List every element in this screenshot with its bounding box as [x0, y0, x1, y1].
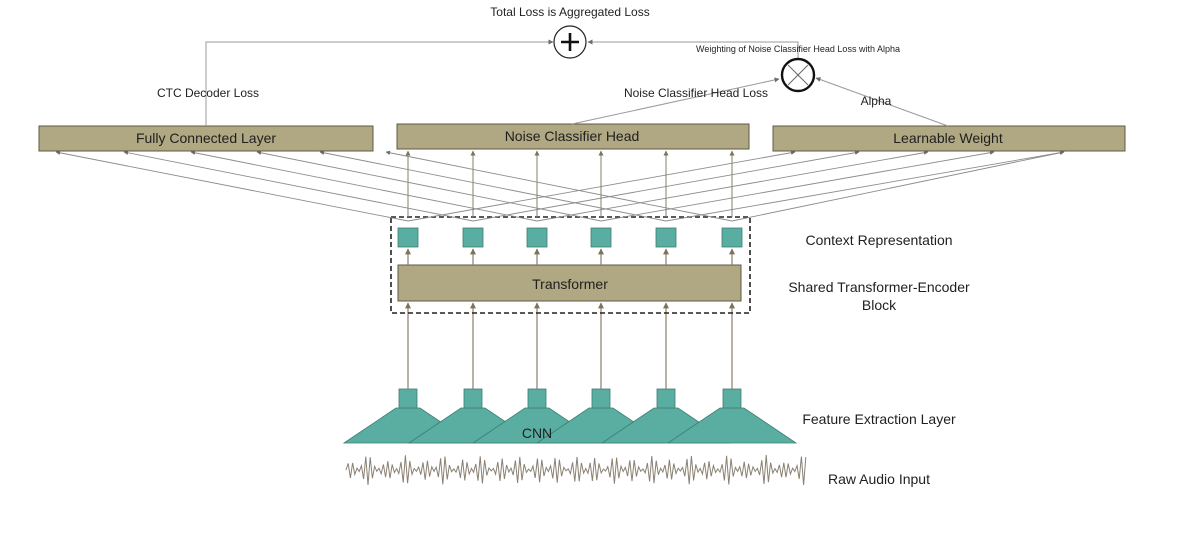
context-to-fc-1: [55, 150, 409, 222]
cnn-output-square-6: [722, 388, 742, 409]
learnable-weight-box: [772, 125, 1126, 152]
context-token-1: [397, 227, 419, 248]
noise-head-box: [396, 123, 750, 150]
plus-circle-icon: [553, 25, 587, 59]
noise-head-label: Noise Classifier Head: [505, 128, 640, 144]
weighting-label: Weighting of Noise Classifier Head Loss …: [696, 44, 900, 54]
times-circle-icon: [780, 57, 816, 93]
noise-loss-line: [571, 77, 780, 125]
fully-connected-box: [38, 125, 374, 152]
raw-audio-label: Raw Audio Input: [828, 471, 930, 487]
total-loss-title: Total Loss is Aggregated Loss: [490, 5, 649, 19]
context-token-2: [462, 227, 484, 248]
context-to-fc-5: [319, 150, 667, 222]
context-token-3: [526, 227, 548, 248]
loss-connections: [205, 39, 949, 127]
context-to-fc-3: [190, 150, 538, 222]
context-token-5: [655, 227, 677, 248]
alpha-line: [815, 77, 949, 127]
context-token-6: [721, 227, 743, 248]
shared-block-label-line2: Block: [862, 297, 897, 313]
cnn-output-square-5: [656, 388, 676, 409]
shared-block-label-line1: Shared Transformer-Encoder: [788, 279, 970, 295]
context-to-fc-4: [256, 150, 602, 222]
cnn-label: CNN: [522, 425, 552, 441]
cnn-triangle-6: [666, 407, 798, 444]
ctc-loss-label: CTC Decoder Loss: [157, 86, 259, 100]
feature-extraction-label: Feature Extraction Layer: [802, 411, 956, 427]
raw-audio-waveform: [345, 455, 807, 486]
cnn-to-transformer-arrows: [405, 302, 735, 389]
ctc-loss-line: [205, 39, 554, 126]
context-representation-tokens: [397, 227, 743, 265]
cnn-output-square-4: [591, 388, 611, 409]
context-to-weight-4: [600, 150, 995, 222]
context-to-weight-6: [731, 150, 1065, 222]
cnn-output-square-1: [398, 388, 418, 409]
alpha-label: Alpha: [861, 94, 892, 108]
cnn-output-square-3: [527, 388, 547, 409]
context-representation-label: Context Representation: [805, 232, 952, 248]
cnn-output-square-2: [463, 388, 483, 409]
noise-loss-label: Noise Classifier Head Loss: [624, 86, 768, 100]
learnable-weight-label: Learnable Weight: [893, 130, 1003, 146]
context-to-fc-2: [123, 150, 474, 222]
context-to-fc-6: [385, 150, 733, 222]
waveform-line: [345, 455, 807, 486]
weighted-loss-line: [587, 39, 799, 59]
context-token-4: [590, 227, 612, 248]
context-to-weight-5: [665, 150, 1065, 222]
cnn-feature-extractors: [342, 388, 798, 444]
context-to-head-connections: [55, 150, 1065, 222]
transformer-label: Transformer: [532, 276, 608, 292]
transformer-box: [397, 264, 742, 302]
shared-block-border: [390, 216, 751, 314]
fully-connected-label: Fully Connected Layer: [136, 130, 276, 146]
